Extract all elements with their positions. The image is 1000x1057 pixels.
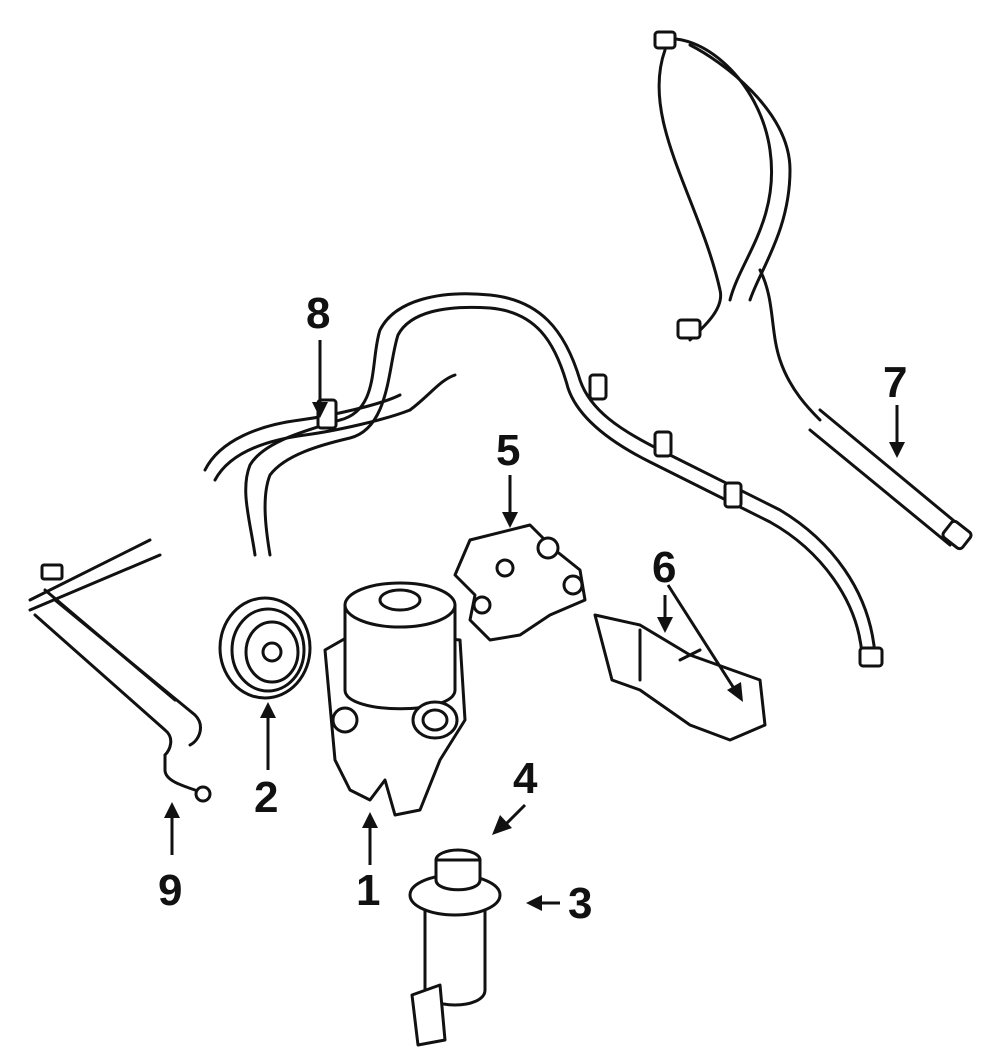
part-7-pressure-hose — [653, 30, 973, 551]
part-8-return-hose — [203, 292, 884, 668]
callout-1: 1 — [356, 866, 380, 915]
part-1-power-steering-pump — [323, 581, 467, 817]
part-2-pulley — [218, 596, 312, 700]
part-3-reservoir — [408, 873, 502, 1047]
callout-9: 9 — [158, 866, 182, 915]
part-6-bracket — [593, 613, 767, 742]
callout-8: 8 — [306, 289, 330, 338]
part-4-reservoir-cap — [434, 848, 482, 892]
callout-5: 5 — [496, 426, 520, 475]
callout-2: 2 — [254, 773, 278, 822]
callout-3: 3 — [568, 879, 592, 928]
part-9-cooler-lines — [28, 538, 212, 803]
callout-arrows — [164, 340, 905, 911]
callout-7: 7 — [883, 358, 907, 407]
callout-6: 6 — [652, 543, 676, 592]
callout-4: 4 — [513, 754, 538, 803]
part-5-bracket — [453, 523, 587, 642]
